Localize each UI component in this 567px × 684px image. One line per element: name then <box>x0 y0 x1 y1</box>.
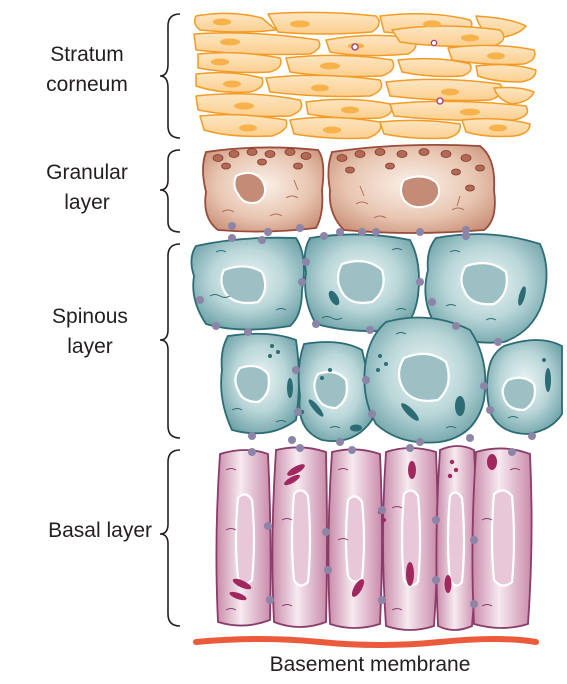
corneocyte <box>268 12 379 34</box>
label-stratum-corneum-line2: corneum <box>22 70 152 100</box>
label-granular-layer-line1: Granular <box>22 158 152 188</box>
corneocyte <box>380 120 460 138</box>
corneocyte <box>392 26 504 47</box>
granular-nucleus <box>401 176 439 207</box>
layer-brackets <box>160 14 180 626</box>
label-basement-membrane-text: Basement membrane <box>200 650 540 680</box>
label-spinous-layer-line2: layer <box>30 332 150 362</box>
corneocyte <box>398 59 471 77</box>
bracket-stratum-corneum <box>160 14 180 138</box>
corneocyte <box>390 101 528 120</box>
granular-layer-cells <box>203 145 495 233</box>
corneocyte <box>494 88 534 105</box>
label-basal-layer: Basal layer <box>2 516 152 546</box>
label-basement-membrane: Basement membrane <box>200 650 540 680</box>
label-spinous-layer-line1: Spinous <box>30 302 150 332</box>
corneocyte <box>194 33 320 55</box>
corneocyte <box>198 53 281 73</box>
label-spinous-layer: Spinous layer <box>30 302 150 362</box>
basal-layer-cells <box>216 446 531 630</box>
label-granular-layer-line2: layer <box>22 188 152 218</box>
label-basal-layer-text: Basal layer <box>2 516 152 546</box>
corneocyte <box>476 65 536 82</box>
label-stratum-corneum: Stratum corneum <box>22 40 152 100</box>
stratum-corneum-cells <box>194 12 536 138</box>
bracket-basal-layer <box>160 450 180 626</box>
basement-membrane-line <box>196 639 536 645</box>
label-granular-layer: Granular layer <box>22 158 152 218</box>
bracket-granular-layer <box>160 150 180 232</box>
spinous-nucleus <box>461 263 506 304</box>
label-stratum-corneum-line1: Stratum <box>22 40 152 70</box>
bracket-spinous-layer <box>160 244 180 438</box>
corneocyte <box>195 13 276 32</box>
